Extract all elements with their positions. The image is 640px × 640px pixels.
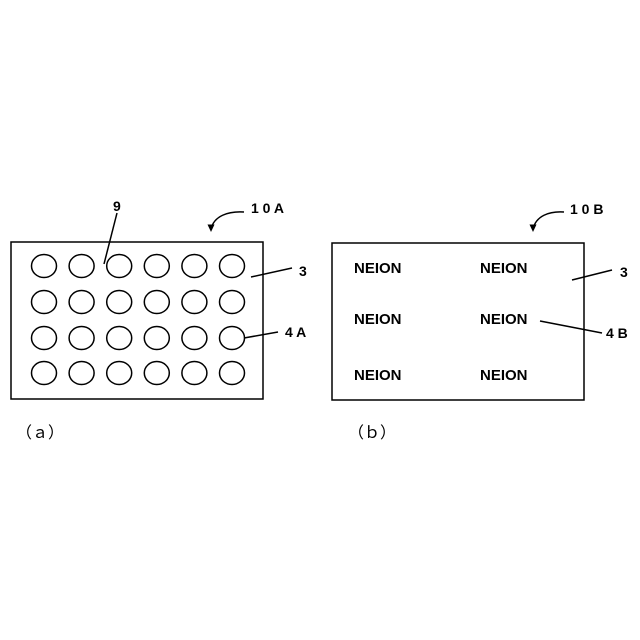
plate-leader-line-a [251, 268, 292, 277]
hole-circle [32, 327, 57, 350]
hole-label: 9 [113, 198, 121, 214]
hole-circle [144, 291, 169, 314]
hole-circle [69, 255, 94, 278]
hole-circle [144, 362, 169, 385]
mark-label: NEION [354, 311, 402, 328]
plate-leader-line-b [572, 270, 612, 280]
hole-circle [69, 362, 94, 385]
plate-label-a: 3 [299, 263, 307, 279]
hole-circle [220, 255, 245, 278]
hole-circle [182, 327, 207, 350]
ref-arrowhead-b [530, 225, 537, 233]
hole-circle [220, 362, 245, 385]
ref-arrowhead-a [208, 225, 215, 233]
item-label-b: 4 B [606, 325, 628, 341]
hole-circle [107, 291, 132, 314]
caption-a: （ａ） [16, 424, 64, 442]
hole-circle [69, 327, 94, 350]
hole-circle [69, 291, 94, 314]
plate-a [11, 242, 263, 399]
item-leader-line-b [540, 321, 602, 333]
panel-b: NEION NEION NEION NEION NEION NEION 1 0 … [332, 201, 628, 442]
hole-circle [32, 255, 57, 278]
hole-circle [32, 362, 57, 385]
hole-circle [144, 255, 169, 278]
hole-circle [182, 291, 207, 314]
hole-circle [32, 291, 57, 314]
hole-circle [107, 327, 132, 350]
ref-label-a: 1 0 A [251, 200, 284, 216]
hole-circle [107, 255, 132, 278]
ref-arrow-a [211, 212, 244, 229]
ref-label-b: 1 0 B [570, 201, 603, 217]
item-leader-line-a [244, 332, 278, 338]
mark-label: NEION [354, 367, 402, 384]
plate-label-b: 3 [620, 264, 628, 280]
circle-grid [32, 255, 245, 385]
hole-leader-line [104, 213, 117, 264]
hole-circle [220, 291, 245, 314]
hole-circle [182, 255, 207, 278]
item-label-a: 4 A [285, 324, 306, 340]
mark-label: NEION [354, 260, 402, 277]
hole-circle [107, 362, 132, 385]
hole-circle [220, 327, 245, 350]
ref-arrow-b [533, 212, 564, 229]
hole-circle [144, 327, 169, 350]
mark-label: NEION [480, 367, 528, 384]
caption-b: （ｂ） [348, 424, 396, 442]
mark-label: NEION [480, 311, 528, 328]
panel-a: 9 1 0 A 3 4 A （ａ） [11, 198, 307, 442]
mark-label: NEION [480, 260, 528, 277]
hole-circle [182, 362, 207, 385]
